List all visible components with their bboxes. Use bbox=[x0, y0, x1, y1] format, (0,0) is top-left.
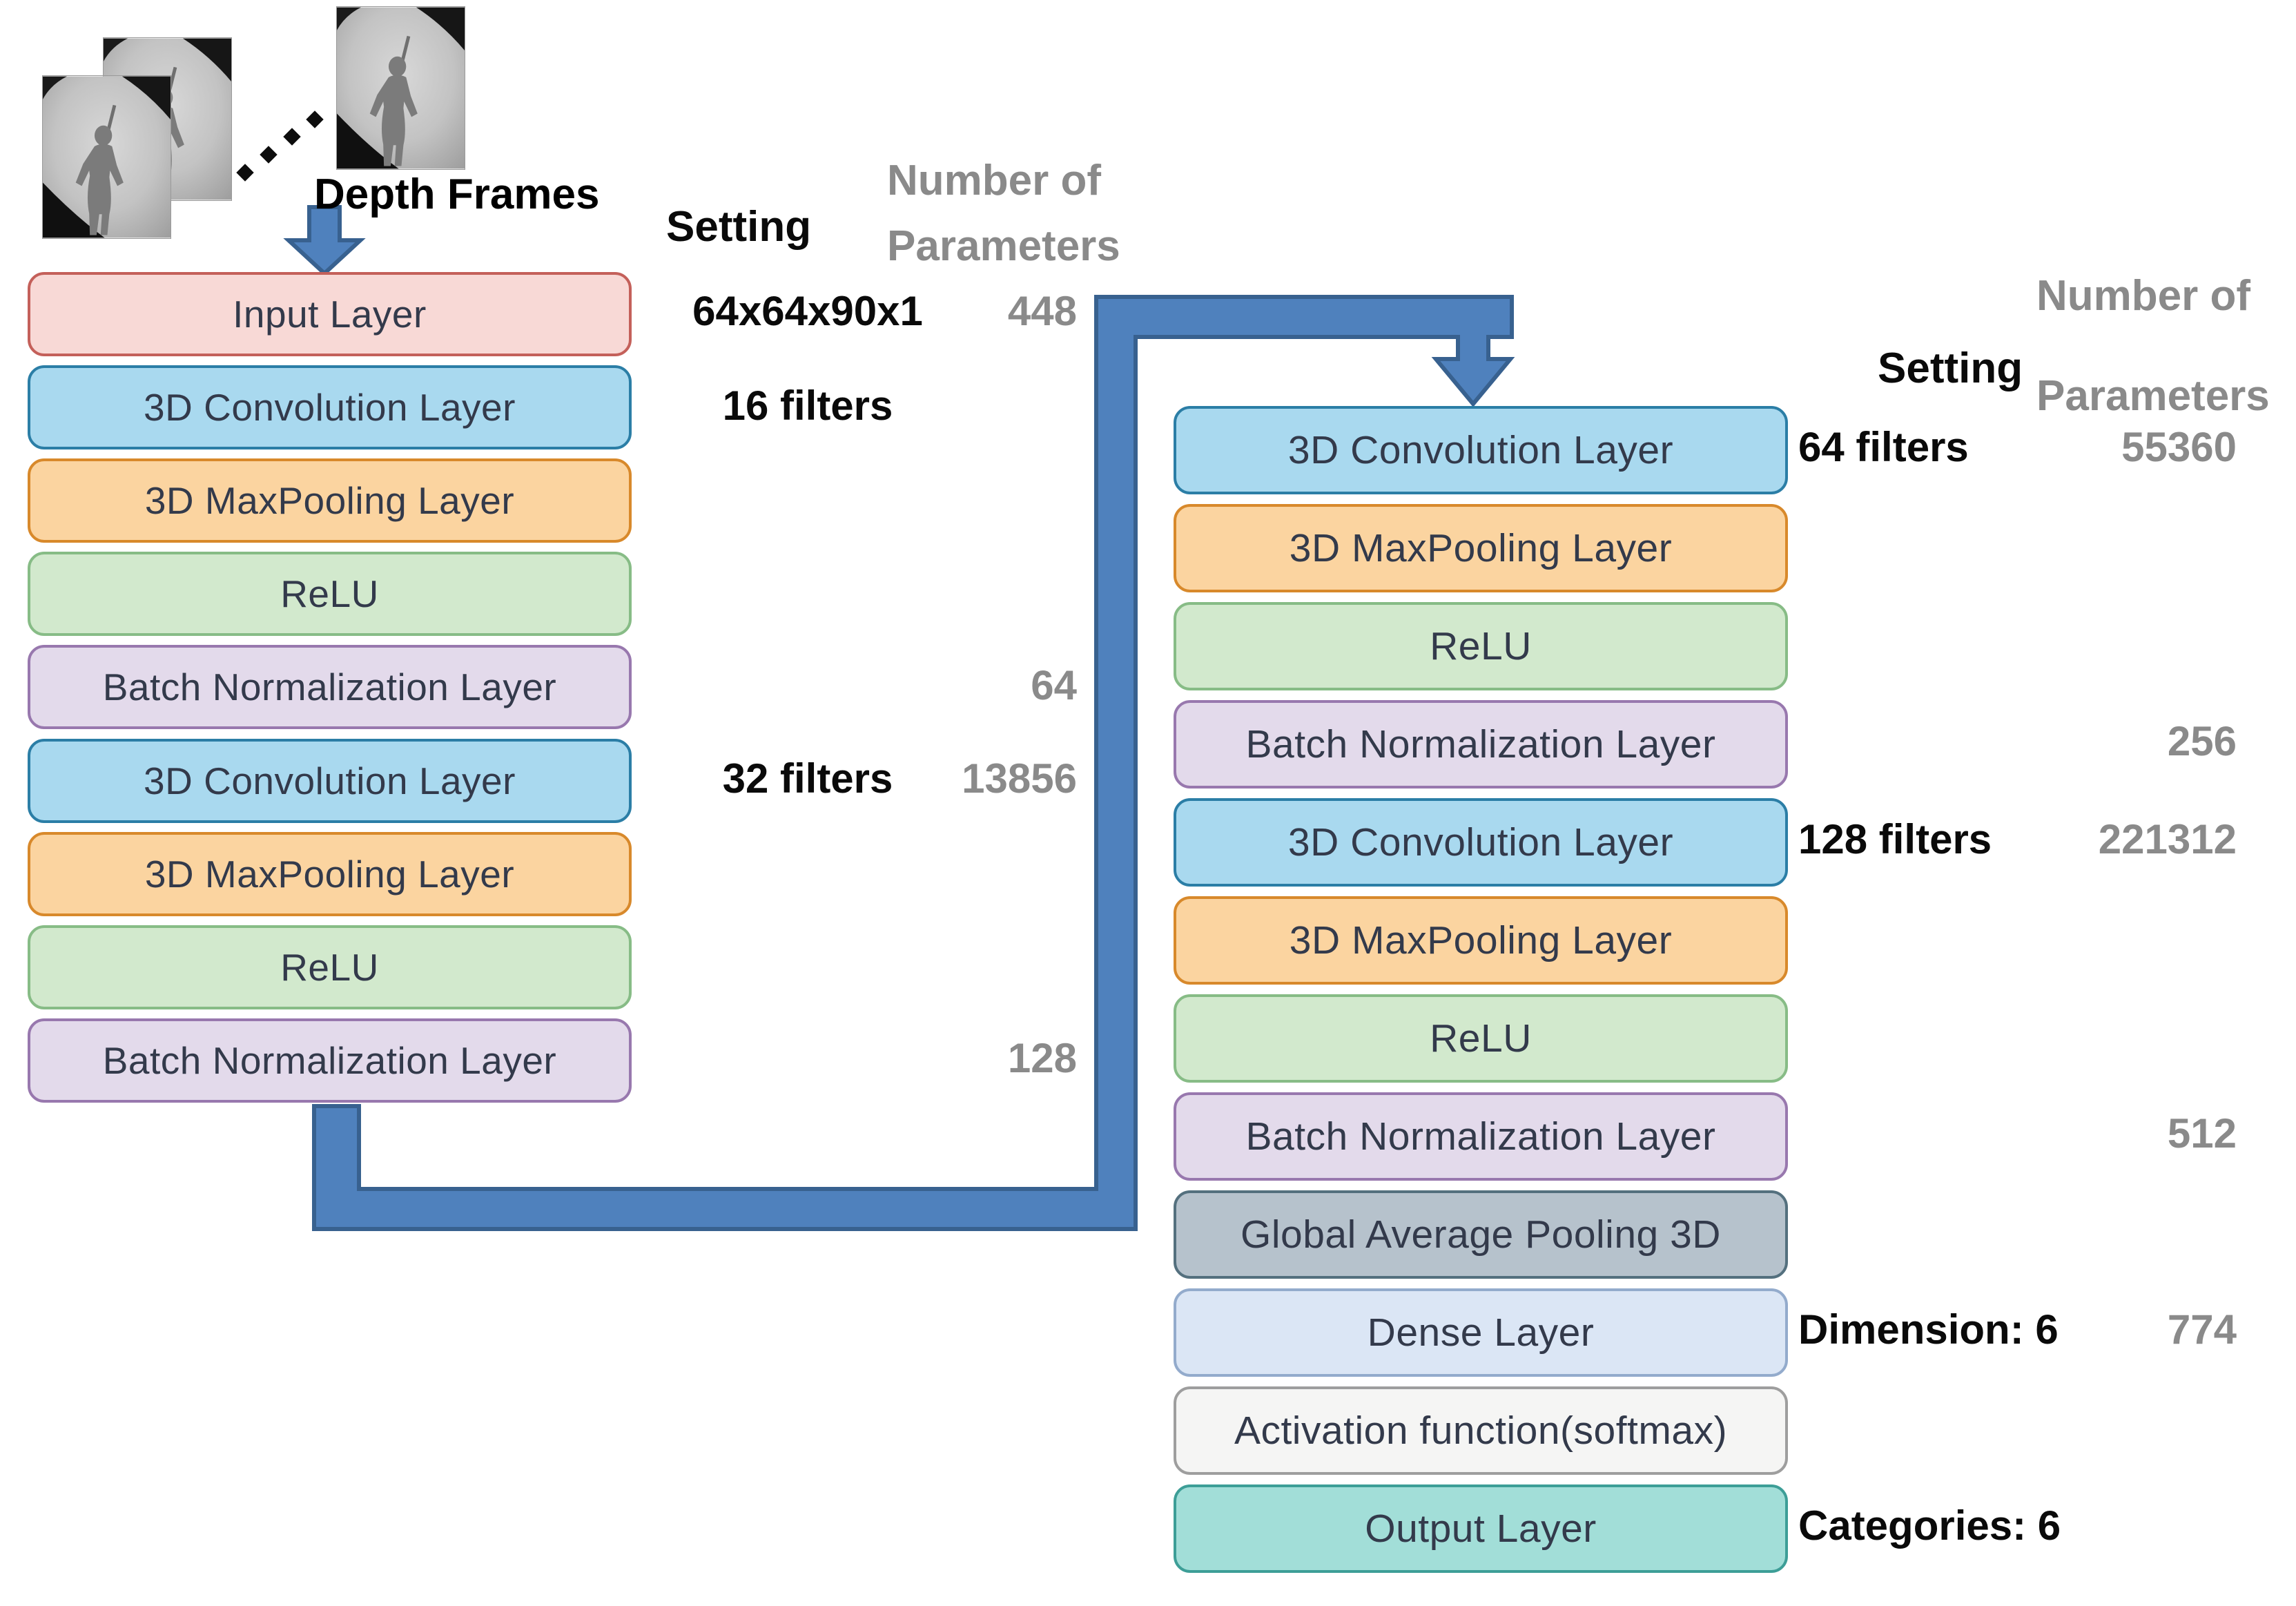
layer-box-output: Output Layer bbox=[1174, 1484, 1788, 1573]
right-params-header-line1: Number of bbox=[2036, 272, 2250, 320]
layer-box-global-avg-pooling: Global Average Pooling 3D bbox=[1174, 1190, 1788, 1279]
depth-frames-arrow-icon bbox=[283, 205, 366, 277]
layer-box-right-relu-1: ReLU bbox=[1174, 602, 1788, 690]
layer-box-left-relu-1: ReLU bbox=[28, 552, 632, 636]
left-params-header-line1: Number of bbox=[887, 157, 1101, 204]
right-batchnorm2-params: 512 bbox=[2167, 1110, 2237, 1157]
right-params-header-line2: Parameters bbox=[2036, 372, 2270, 420]
left-input-setting: 64x64x90x1 bbox=[692, 288, 923, 334]
depth-frame-image-front bbox=[43, 76, 171, 238]
layer-box-right-relu-2: ReLU bbox=[1174, 994, 1788, 1083]
left-conv2-setting: 32 filters bbox=[722, 755, 893, 802]
depth-frames-label: Depth Frames bbox=[314, 171, 600, 218]
depth-frame-art bbox=[43, 76, 171, 238]
left-batchnorm1-params: 64 bbox=[1031, 662, 1077, 708]
layer-box-left-batchnorm-1: Batch Normalization Layer bbox=[28, 645, 632, 729]
layer-box-right-batchnorm-1: Batch Normalization Layer bbox=[1174, 700, 1788, 789]
layer-box-right-maxpool3d-1: 3D MaxPooling Layer bbox=[1174, 504, 1788, 592]
right-conv1-params: 55360 bbox=[2121, 424, 2237, 470]
left-conv2-params: 13856 bbox=[962, 755, 1077, 802]
right-batchnorm1-params: 256 bbox=[2167, 718, 2237, 764]
layer-box-left-conv3d-2: 3D Convolution Layer bbox=[28, 739, 632, 823]
left-params-header-line2: Parameters bbox=[887, 222, 1120, 270]
layer-box-dense: Dense Layer bbox=[1174, 1288, 1788, 1377]
layer-box-left-maxpool3d-1: 3D MaxPooling Layer bbox=[28, 458, 632, 543]
right-conv2-setting: 128 filters bbox=[1798, 816, 1992, 862]
layer-box-left-relu-2: ReLU bbox=[28, 925, 632, 1009]
depth-frame-image-right bbox=[337, 7, 465, 169]
layer-box-right-conv3d-2: 3D Convolution Layer bbox=[1174, 798, 1788, 887]
left-input-params: 448 bbox=[1007, 288, 1077, 334]
layer-box-left-conv3d-1: 3D Convolution Layer bbox=[28, 365, 632, 449]
depth-frame-art bbox=[337, 7, 465, 169]
left-setting-header: Setting bbox=[666, 203, 812, 251]
layer-box-right-maxpool3d-2: 3D MaxPooling Layer bbox=[1174, 896, 1788, 985]
right-setting-header: Setting bbox=[1878, 345, 2023, 392]
layer-box-right-batchnorm-2: Batch Normalization Layer bbox=[1174, 1092, 1788, 1181]
left-conv1-setting: 16 filters bbox=[722, 383, 893, 429]
column-connector-arrow-icon bbox=[312, 295, 1515, 1231]
layer-box-input: Input Layer bbox=[28, 272, 632, 356]
right-dense-params: 774 bbox=[2167, 1306, 2237, 1353]
layer-box-left-maxpool3d-2: 3D MaxPooling Layer bbox=[28, 832, 632, 916]
right-conv2-params: 221312 bbox=[2098, 816, 2237, 862]
layer-box-left-batchnorm-2: Batch Normalization Layer bbox=[28, 1018, 632, 1103]
right-conv1-setting: 64 filters bbox=[1798, 424, 1969, 470]
layer-box-right-conv3d-1: 3D Convolution Layer bbox=[1174, 406, 1788, 494]
layer-box-activation-softmax: Activation function(softmax) bbox=[1174, 1386, 1788, 1475]
right-output-setting: Categories: 6 bbox=[1798, 1502, 2061, 1549]
dashed-link-icon bbox=[236, 110, 324, 182]
left-batchnorm2-params: 128 bbox=[1007, 1035, 1077, 1081]
right-dense-setting: Dimension: 6 bbox=[1798, 1306, 2059, 1353]
